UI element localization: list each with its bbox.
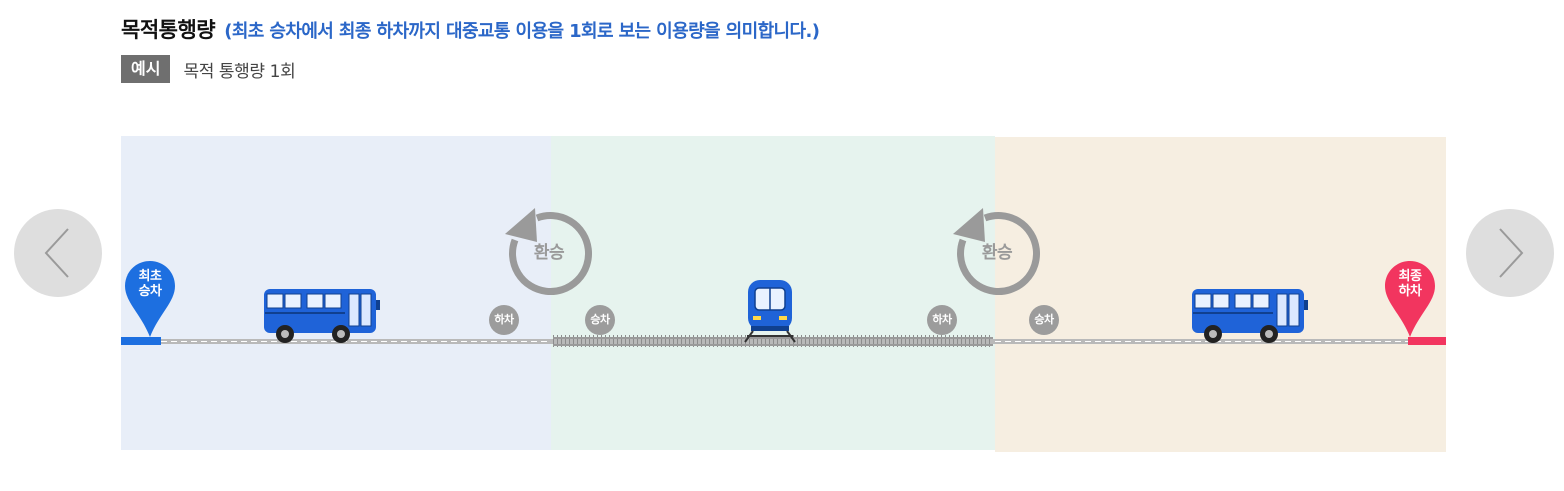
example-text: 목적 통행량 1회 [183,61,296,82]
rail-line-top [553,337,993,339]
chevron-right-icon [1499,228,1524,278]
end-segment [1408,337,1446,345]
alight-stop-2: 하차 [927,305,957,335]
transfer-label: 환승 [981,243,1013,263]
alight-stop-1: 하차 [489,305,519,335]
next-slide-button[interactable] [1466,209,1554,297]
map-pin-icon [125,261,175,337]
page-title: 목적통행량 [121,18,216,42]
example-row: 예시 목적 통행량 1회 [121,55,296,83]
prev-slide-button[interactable] [14,209,102,297]
bus-icon [263,286,381,348]
rail-line-bottom [553,344,993,346]
transfer-indicator: 환승 [951,206,1043,298]
example-badge: 예시 [121,55,171,83]
board-stop-1: 승차 [585,305,615,335]
transfer-indicator: 환승 [503,206,595,298]
transfer-arrow-icon [505,208,592,295]
transfer-label: 환승 [533,243,565,263]
board-stop-2: 승차 [1029,305,1059,335]
subway-train-icon [743,278,799,348]
road-dash-end [995,341,1408,342]
bus-icon [1191,286,1309,348]
transfer-arrow-icon [953,208,1040,295]
start-segment [121,337,161,345]
page-subtitle: (최초 승차에서 최종 하차까지 대중교통 이용을 1회로 보는 이용량을 의미… [224,21,820,42]
map-pin-icon [1385,261,1435,337]
section-title-row: 목적통행량 (최초 승차에서 최종 하차까지 대중교통 이용을 1회로 보는 이… [121,14,820,44]
chevron-left-icon [44,228,69,278]
road-dash-start [161,341,551,342]
